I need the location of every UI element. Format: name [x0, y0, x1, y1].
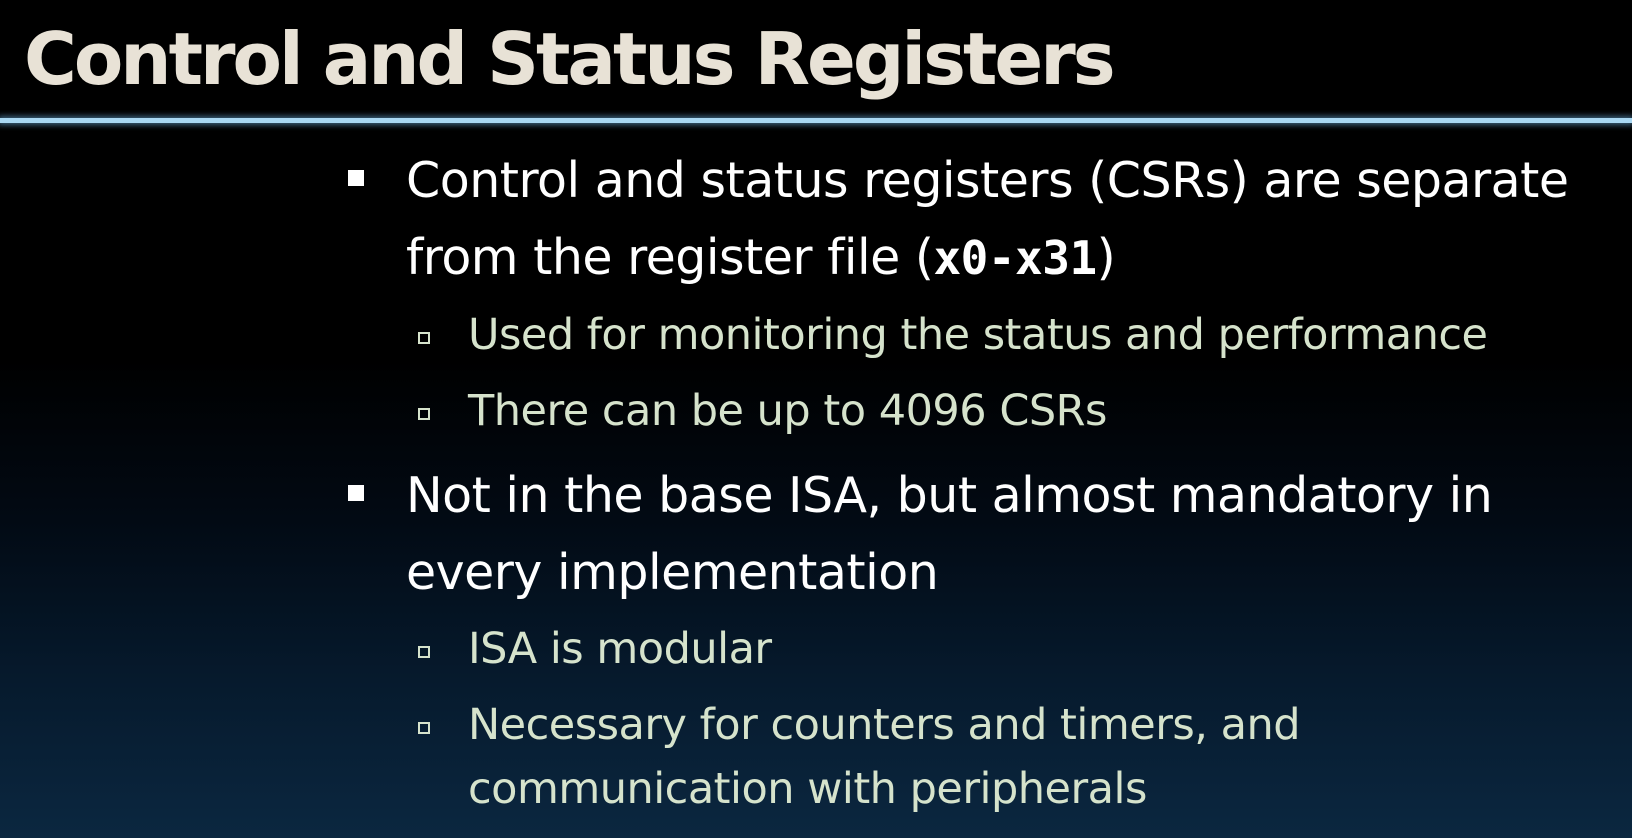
hollow-square-bullet-icon	[418, 722, 430, 734]
sub-bullet-text: Necessary for counters and timers, and c…	[468, 700, 1301, 814]
sub-bullet-text: Used for monitoring the status and perfo…	[468, 310, 1488, 360]
sub-bullet-list: Used for monitoring the status and perfo…	[346, 303, 1626, 443]
bullet-text: Control and status registers (CSRs) are …	[406, 152, 1569, 286]
bullet-csr-separate: Control and status registers (CSRs) are …	[346, 142, 1626, 297]
bullet-not-base-isa: Not in the base ISA, but almost mandator…	[346, 457, 1626, 611]
filled-square-bullet-icon	[348, 485, 364, 501]
sub-bullet-text: ISA is modular	[468, 624, 772, 674]
title-divider	[0, 118, 1632, 123]
hollow-square-bullet-icon	[418, 332, 430, 344]
sub-bullet-counters: Necessary for counters and timers, and c…	[346, 693, 1626, 821]
hollow-square-bullet-icon	[418, 408, 430, 420]
filled-square-bullet-icon	[348, 170, 364, 186]
sub-bullet-text: There can be up to 4096 CSRs	[468, 386, 1107, 436]
sub-bullet-csr-count: There can be up to 4096 CSRs	[346, 379, 1626, 443]
slide-title: Control and Status Registers	[24, 17, 1116, 101]
hollow-square-bullet-icon	[418, 646, 430, 658]
slide-body: Control and status registers (CSRs) are …	[346, 142, 1626, 835]
register-range-code: x0-x31	[933, 231, 1097, 285]
bullet-text: Not in the base ISA, but almost mandator…	[406, 467, 1493, 601]
sub-bullet-list: ISA is modular Necessary for counters an…	[346, 617, 1626, 821]
sub-bullet-modular: ISA is modular	[346, 617, 1626, 681]
bullet-text-end: )	[1096, 229, 1116, 286]
sub-bullet-monitoring: Used for monitoring the status and perfo…	[346, 303, 1626, 367]
